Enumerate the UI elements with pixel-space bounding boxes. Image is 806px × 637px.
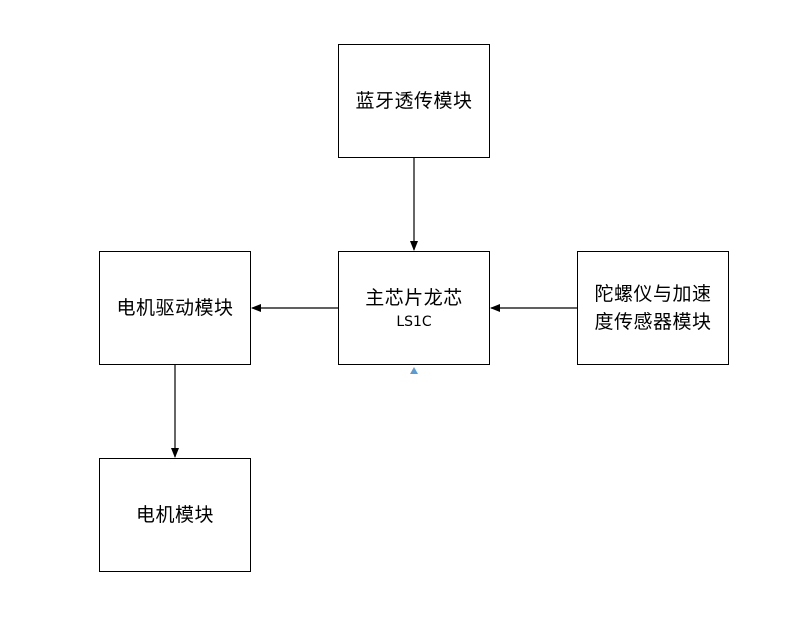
gyro-sensor-label-line2: 度传感器模块 [594, 311, 712, 333]
motor-driver-box: 电机驱动模块 [99, 251, 251, 365]
motor-driver-label: 电机驱动模块 [116, 297, 234, 319]
main-chip-box: 主芯片龙芯 LS1C [338, 251, 490, 365]
gyro-sensor-label-line1: 陀螺仪与加速 [594, 283, 712, 305]
bluetooth-module-box: 蓝牙透传模块 [338, 44, 490, 158]
gyro-sensor-box: 陀螺仪与加速 度传感器模块 [577, 251, 729, 365]
main-chip-label: 主芯片龙芯 [365, 287, 463, 309]
main-chip-sublabel: LS1C [396, 314, 432, 330]
bluetooth-module-label: 蓝牙透传模块 [355, 90, 473, 112]
motor-module-box: 电机模块 [99, 458, 251, 572]
selection-marker-icon [410, 367, 418, 374]
motor-module-label: 电机模块 [135, 504, 214, 526]
